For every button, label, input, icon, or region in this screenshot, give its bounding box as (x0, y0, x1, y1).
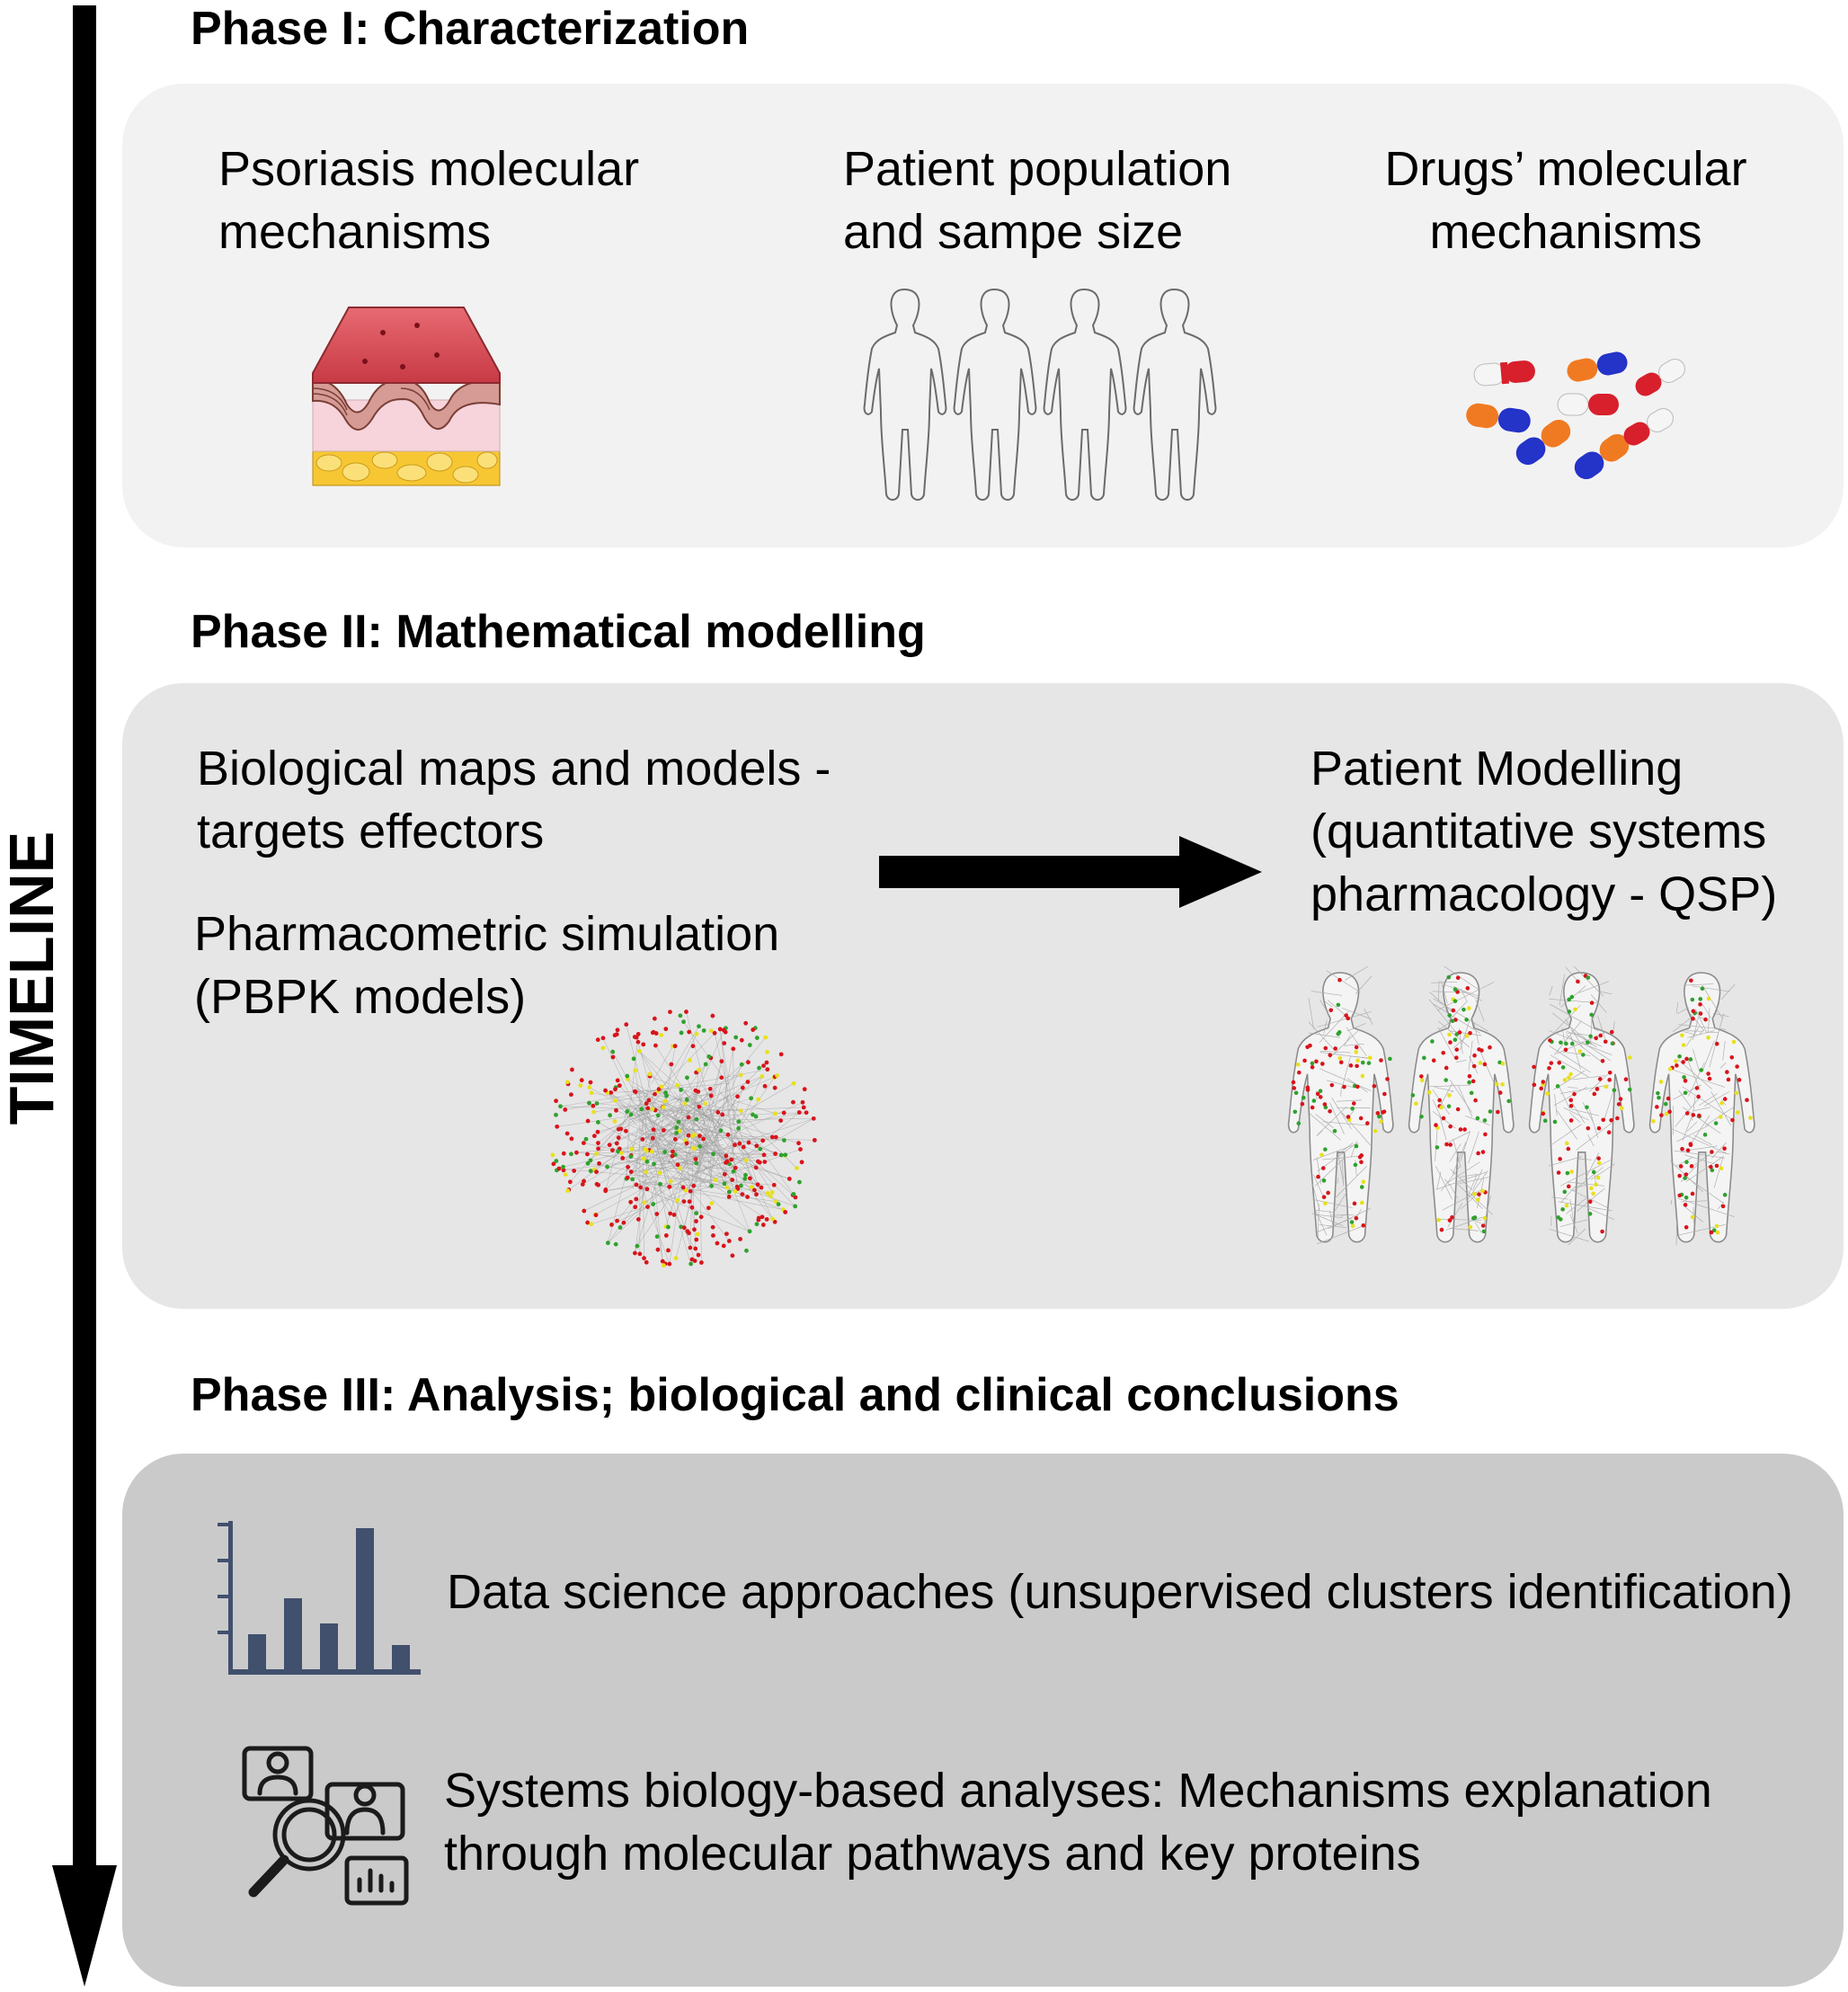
patient-modelling-label-line2: (quantitative systems (1310, 805, 1767, 858)
bar-chart-icon (218, 1521, 421, 1675)
psoriasis-label-line1: Psoriasis molecular (218, 142, 640, 196)
network-graph-icon (550, 1009, 817, 1268)
human-silhouettes-icon (863, 289, 1217, 501)
network-patients-icon (1287, 966, 1755, 1245)
pharmacometric-label-line2: (PBPK models) (194, 970, 527, 1024)
patient-modelling-label-line1: Patient Modelling (1310, 742, 1684, 796)
pharmacometric-label-line1: Pharmacometric simulation (194, 907, 780, 961)
population-label-line1: Patient population (843, 142, 1232, 196)
population-label-line2: and sampe size (843, 205, 1184, 259)
analysis-people-magnifier-icon (242, 1746, 409, 1906)
bio-maps-label-line1: Biological maps and models - (197, 742, 831, 796)
pills-capsules-icon (1466, 351, 1685, 480)
systems-biology-label-line2: through molecular pathways and key prote… (444, 1827, 1421, 1881)
phase-3-panel (122, 1454, 1844, 1987)
timeline-label: TIMELINE (0, 831, 67, 1125)
timeline-arrow (52, 5, 117, 1987)
phase-2-title: Phase II: Mathematical modelling (191, 606, 926, 658)
skin-cross-section-icon (312, 307, 501, 486)
data-science-label: Data science approaches (unsupervised cl… (447, 1565, 1793, 1619)
systems-biology-label-line1: Systems biology-based analyses: Mechanis… (444, 1764, 1712, 1818)
patient-modelling-label-line3: pharmacology - QSP) (1310, 867, 1778, 921)
drugs-label-line2: mechanisms (1429, 205, 1702, 259)
right-arrow (879, 836, 1262, 908)
bio-maps-label-line2: targets effectors (197, 805, 545, 858)
phase-3-title: Phase III: Analysis; biological and clin… (191, 1369, 1399, 1421)
phase-1-title: Phase I: Characterization (191, 3, 750, 55)
psoriasis-label-line2: mechanisms (218, 205, 492, 259)
drugs-label-line1: Drugs’ molecular (1384, 142, 1747, 196)
